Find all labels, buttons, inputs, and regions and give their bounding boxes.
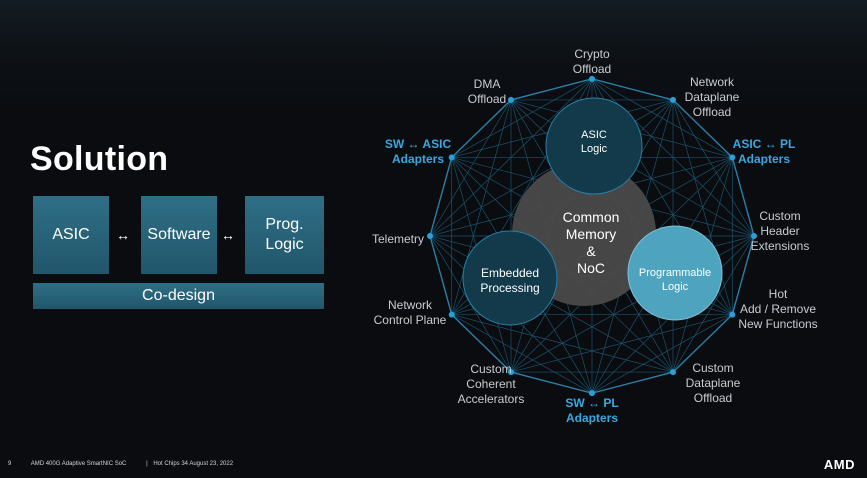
diagram-node: [751, 233, 757, 239]
mesh-line: [451, 314, 593, 394]
prog-logic-box: Prog. Logic: [245, 196, 324, 274]
label-custom-dataplane: Custom Dataplane Offload: [685, 361, 741, 405]
slide-title: Solution: [30, 140, 169, 178]
label-hot-add: Hot Add / Remove New Functions: [738, 287, 818, 331]
asic-logic-text: ASIC Logic: [580, 129, 608, 155]
center-text: Common Memory & NoC: [562, 209, 620, 276]
label-sw-asic: SW ↔ ASIC Adapters: [384, 137, 452, 166]
label-asic-pl: ASIC ↔ PL Adapters: [732, 137, 796, 166]
label-network-control: Network Control Plane: [373, 298, 447, 327]
asic-box: ASIC: [33, 196, 109, 274]
label-network-dataplane: Network Dataplane Offload: [684, 75, 740, 119]
diagram-node: [427, 233, 433, 239]
programmable-text: Programmable Logic: [638, 267, 712, 293]
software-box-label: Software: [147, 226, 211, 243]
footer-event: Hot Chips 34 August 23, 2022: [153, 461, 234, 467]
embedded-text: Embedded Processing: [480, 266, 540, 295]
diagram-node: [589, 75, 595, 82]
label-custom-header: Custom Header Extensions: [750, 209, 810, 253]
mesh-line: [451, 99, 512, 315]
nodes: [427, 75, 757, 397]
diagram-node: [508, 369, 514, 376]
diagram-node: [448, 154, 455, 161]
asic-logic-circle: [545, 97, 643, 195]
page-number: 9: [8, 461, 12, 467]
asic-box-label: ASIC: [52, 226, 90, 243]
label-telemetry: Telemetry: [372, 232, 425, 246]
embedded-circle: [462, 230, 558, 326]
diagram-node: [448, 311, 455, 318]
software-box: Software: [141, 196, 217, 274]
prog-logic-box-label: Prog. Logic: [265, 216, 304, 253]
label-custom-coherent: Custom Coherent Accelerators: [457, 362, 525, 406]
footer-title: AMD 400G Adaptive SmartNIC SoC: [30, 461, 127, 467]
label-dma: DMA Offload: [467, 77, 507, 106]
arrow-1: ↔: [116, 227, 130, 243]
footer: 9 AMD 400G Adaptive SmartNIC SoC | Hot C…: [8, 461, 251, 467]
arrow-2: ↔: [221, 227, 235, 243]
codesign-label: Co-design: [142, 287, 215, 304]
amd-logo: AMD: [823, 457, 855, 472]
diagram-node: [670, 96, 676, 103]
diagram-node: [670, 369, 676, 376]
diagram-node: [508, 96, 514, 103]
diagram-node: [729, 311, 736, 318]
programmable-circle: [627, 225, 723, 321]
mesh-line: [429, 99, 512, 237]
codesign-bar: Co-design: [33, 283, 324, 309]
label-sw-pl: SW ↔ PL Adapters: [565, 396, 619, 425]
footer-separator: |: [146, 461, 148, 467]
diagram-node: [589, 390, 595, 397]
label-crypto: Crypto Offload: [572, 47, 612, 76]
diagram-node: [729, 154, 736, 161]
